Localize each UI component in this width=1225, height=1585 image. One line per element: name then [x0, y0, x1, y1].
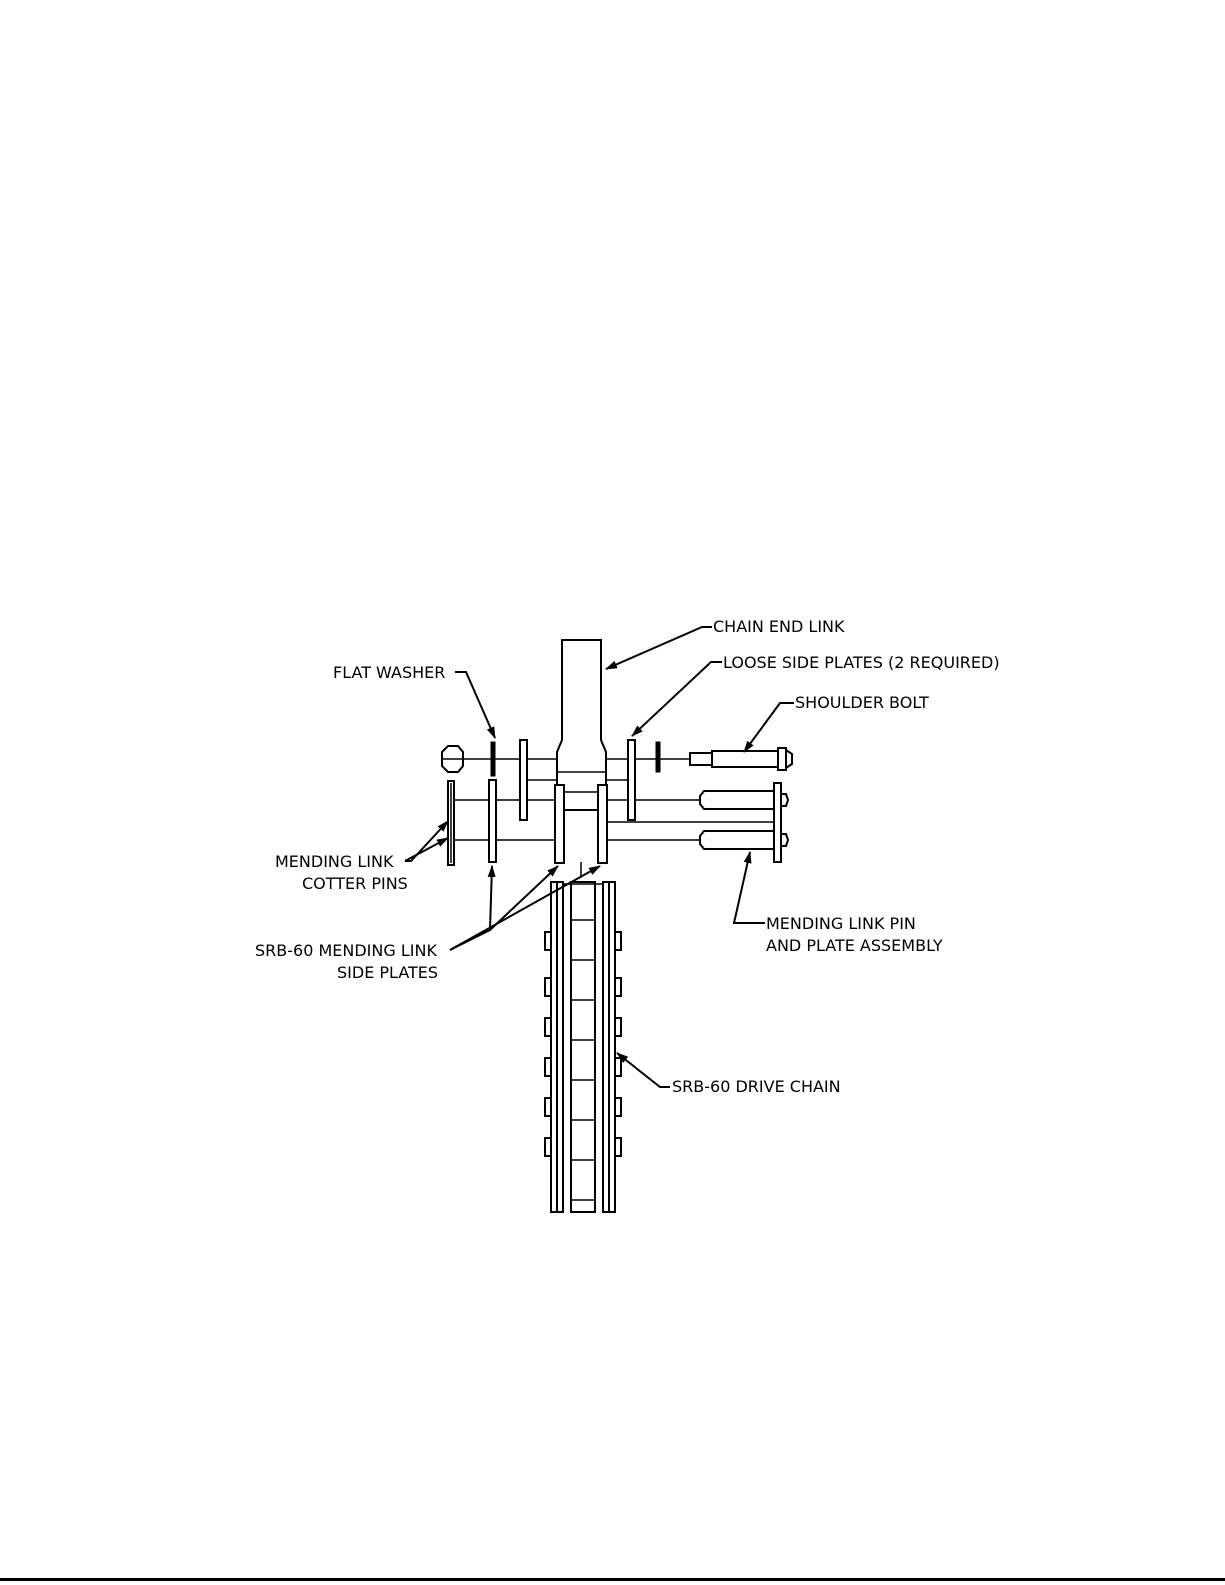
- label-chain-end-link: CHAIN END LINK: [713, 617, 845, 636]
- label-loose-side-plates: LOOSE SIDE PLATES (2 REQUIRED): [723, 653, 1000, 672]
- loose-side-plate-right: [628, 740, 635, 820]
- page-bottom-rule: [0, 1578, 1225, 1581]
- label-side-plates-line2: SIDE PLATES: [337, 963, 438, 982]
- label-flat-washer: FLAT WASHER: [333, 663, 445, 682]
- shoulder-bolt: [690, 748, 792, 770]
- mending-link-side-plate-outer: [489, 780, 496, 862]
- label-shoulder-bolt: SHOULDER BOLT: [795, 693, 929, 712]
- loose-side-plate-left: [520, 740, 527, 820]
- mending-link-side-plate-right: [598, 785, 607, 863]
- label-side-plates-line1: SRB-60 MENDING LINK: [255, 941, 437, 960]
- cotter-pins: [448, 781, 454, 865]
- label-cotter-pins-line2: COTTER PINS: [302, 874, 408, 893]
- mending-link-side-plate-left: [555, 785, 564, 863]
- label-pin-plate-line1: MENDING LINK PIN: [766, 914, 916, 933]
- label-pin-plate-line2: AND PLATE ASSEMBLY: [766, 936, 943, 955]
- center-lines: [454, 759, 774, 876]
- label-cotter-pins-line1: MENDING LINK: [275, 852, 394, 871]
- hex-nut: [442, 746, 463, 772]
- drive-chain: [545, 882, 621, 1212]
- label-drive-chain: SRB-60 DRIVE CHAIN: [672, 1077, 841, 1096]
- flat-washer-right: [656, 742, 660, 772]
- flat-washer-left: [491, 742, 495, 776]
